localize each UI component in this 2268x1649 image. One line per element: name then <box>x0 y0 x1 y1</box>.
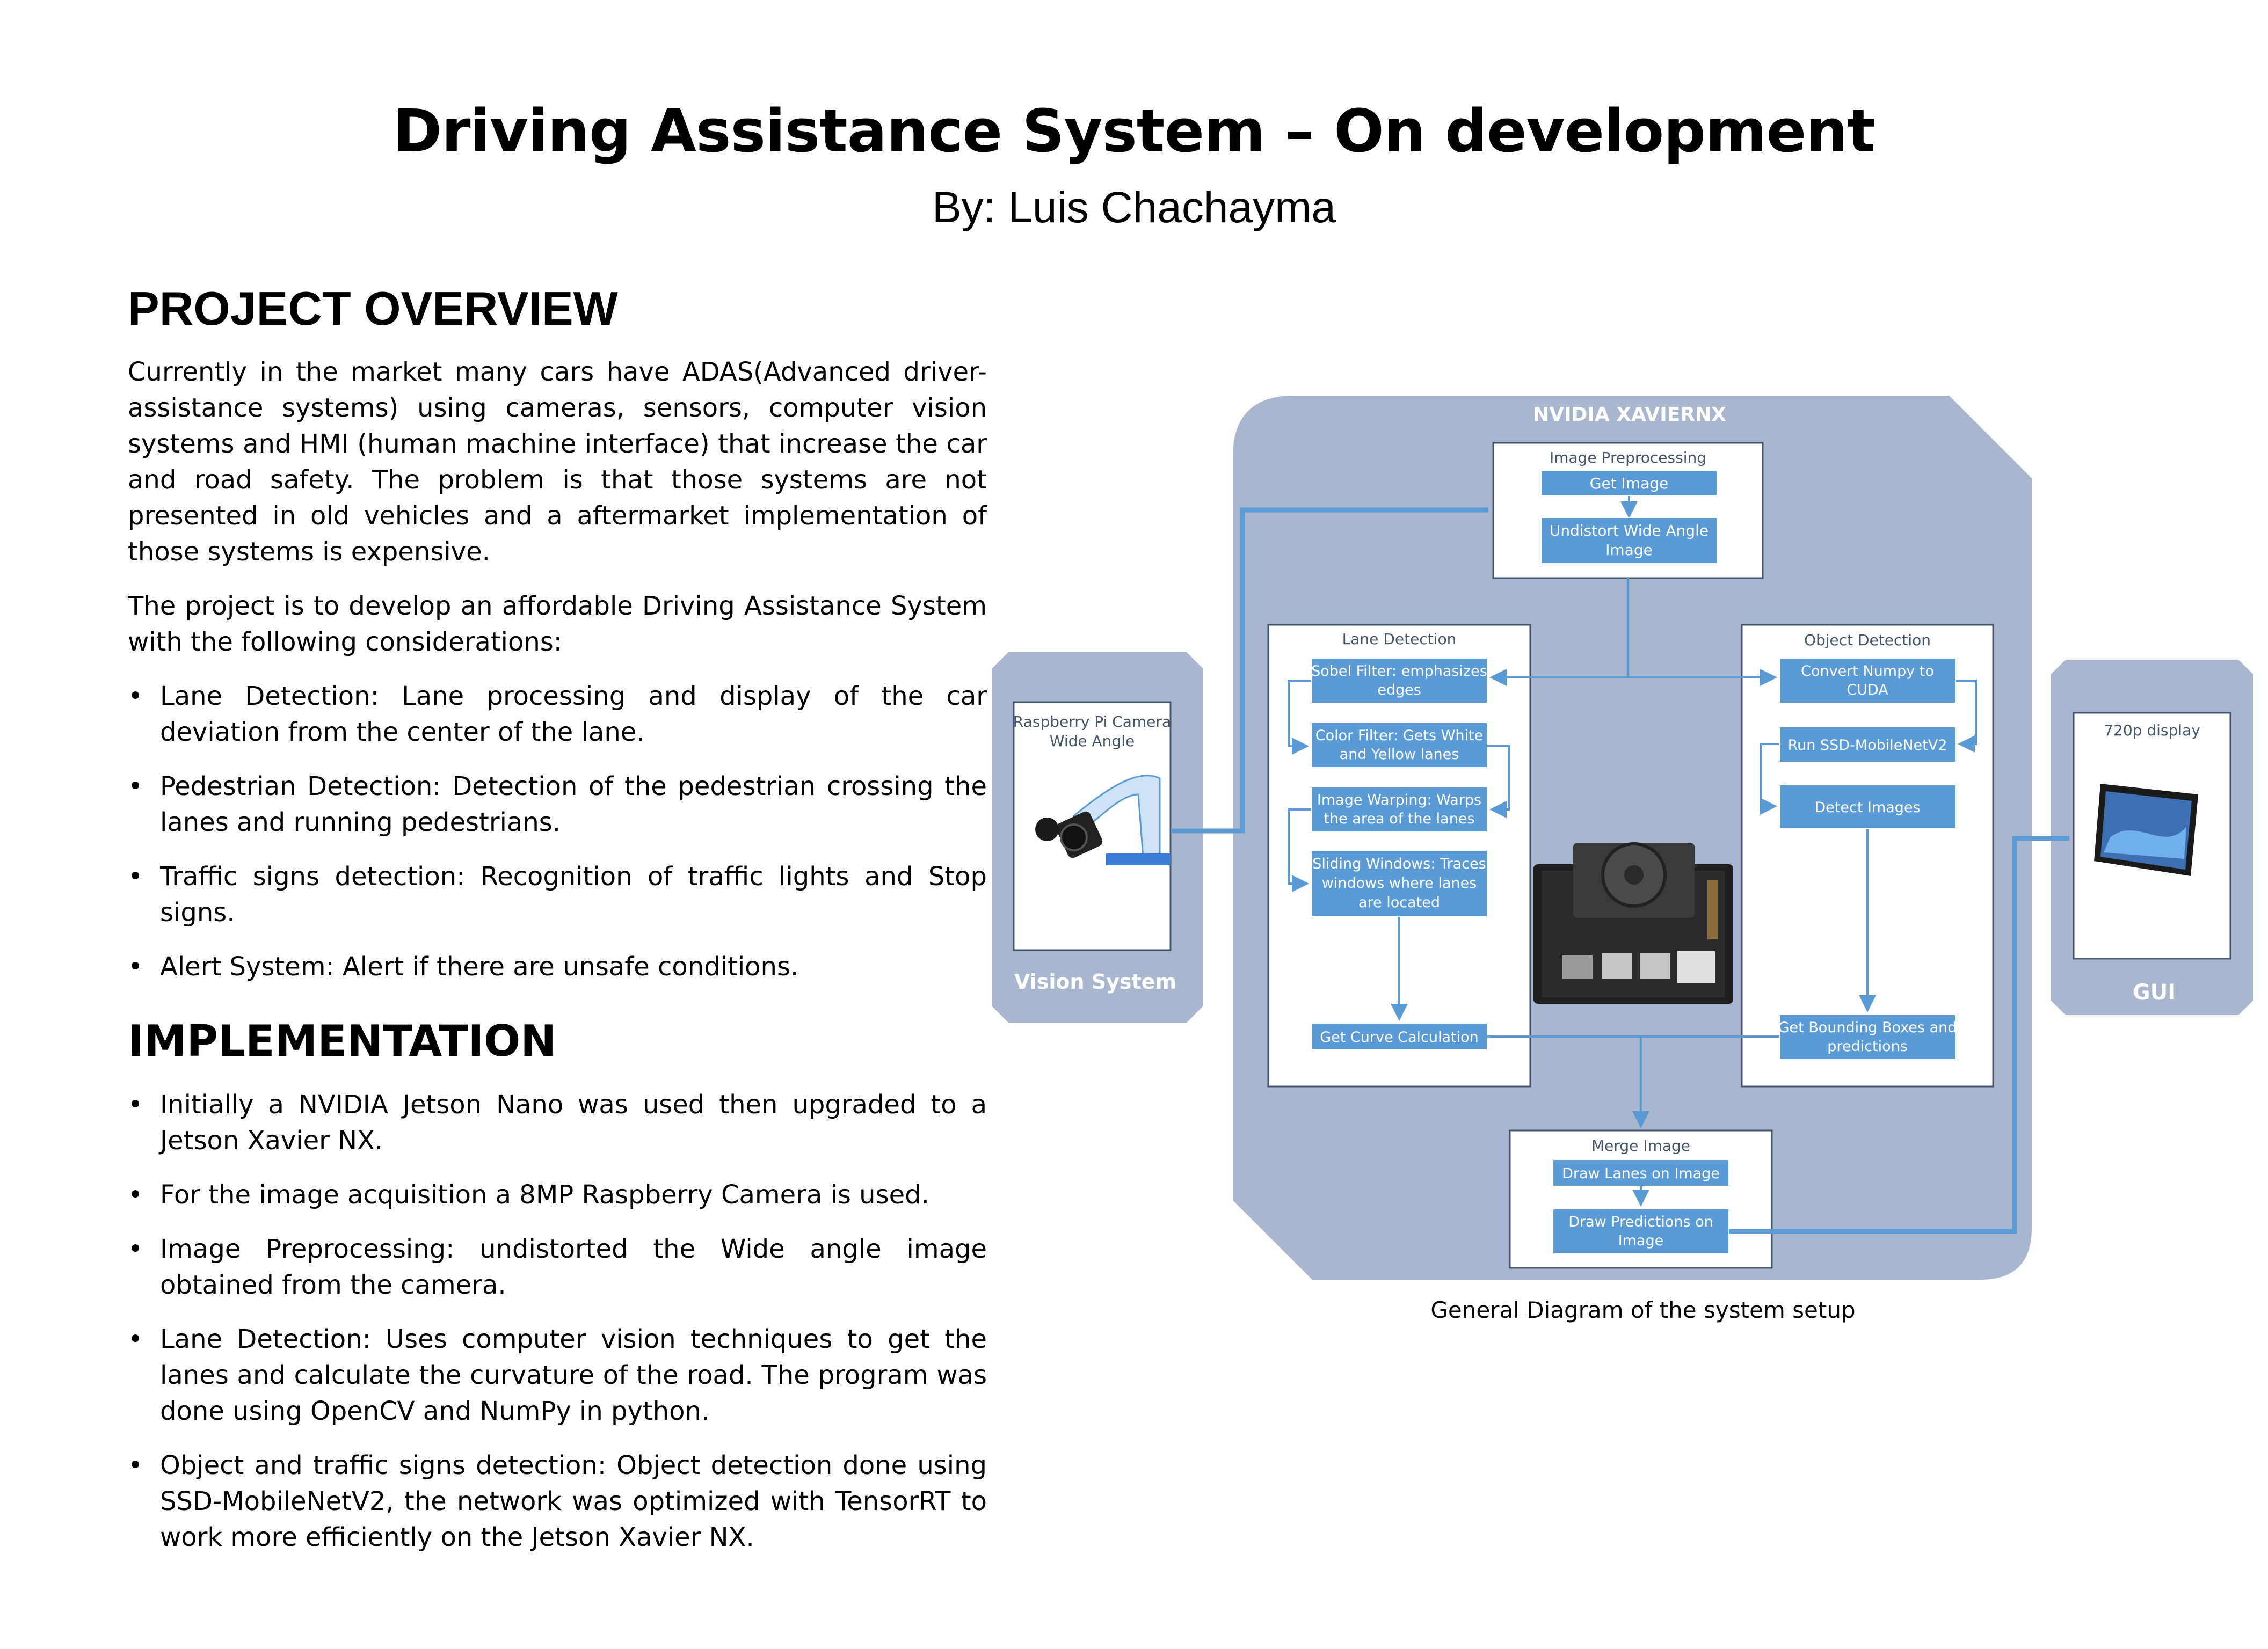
bullet-text: Pedestrian Detection: Detection of the p… <box>160 771 987 837</box>
implementation-bullet-list: • Initially a NVIDIA Jetson Nano was used… <box>128 1087 987 1556</box>
gui-label: GUI <box>2133 980 2176 1005</box>
camera-icon <box>1035 775 1171 865</box>
overview-bullet: • Alert System: Alert if there are unsafe… <box>128 949 987 985</box>
sobel-text: edges <box>1377 682 1421 698</box>
xavier-label: NVIDIA XAVIERNX <box>1533 404 1726 426</box>
left-column: PROJECT OVERVIEW Currently in the market… <box>128 279 987 1574</box>
bullet-icon: • <box>128 952 143 982</box>
bullet-text: Object and traffic signs detection: Obje… <box>160 1450 987 1552</box>
bullet-text: Alert System: Alert if there are unsafe … <box>160 952 799 982</box>
bullet-text: Traffic signs detection: Recognition of … <box>160 862 987 928</box>
detect-images-text: Detect Images <box>1814 799 1920 816</box>
preprocessing-label: Image Preprocessing <box>1550 449 1706 466</box>
undistort-box <box>1540 517 1718 564</box>
run-ssd-text: Run SSD-MobileNetV2 <box>1788 737 1947 754</box>
sliding-windows-text: windows where lanes <box>1322 875 1477 892</box>
overview-heading: PROJECT OVERVIEW <box>128 282 618 335</box>
get-image-box <box>1540 470 1718 497</box>
sliding-windows-text: are located <box>1358 894 1440 911</box>
lane-detection-label: Lane Detection <box>1342 630 1457 648</box>
draw-predictions-box <box>1552 1208 1729 1254</box>
bbox-text: predictions <box>1827 1038 1908 1055</box>
overview-bullet: • Pedestrian Detection: Detection of the … <box>128 769 987 841</box>
convert-text: CUDA <box>1847 682 1888 698</box>
undistort-text: Image <box>1605 541 1653 559</box>
get-image-text: Get Image <box>1590 475 1669 492</box>
diagram-caption: General Diagram of the system setup <box>1430 1297 1856 1323</box>
bullet-text: Lane Detection: Uses computer vision tec… <box>160 1324 987 1426</box>
bullet-icon: • <box>128 681 143 711</box>
overview-paragraph: The project is to develop an affordable … <box>128 591 987 657</box>
vision-system-label: Vision System <box>1014 970 1176 994</box>
bullet-text: Lane Detection: Lane processing and disp… <box>160 681 987 747</box>
camera-label: Wide Angle <box>1050 732 1135 750</box>
implementation-heading: IMPLEMENTATION <box>128 1016 557 1066</box>
convert-box <box>1779 658 1956 704</box>
overview-bullet: • Traffic signs detection: Recognition of… <box>128 859 987 931</box>
overview-bullet: • Lane Detection: Lane processing and dis… <box>128 678 987 750</box>
merge-label: Merge Image <box>1591 1137 1690 1155</box>
bullet-text: Image Preprocessing: undistorted the Wid… <box>160 1234 987 1300</box>
curve-text: Get Curve Calculation <box>1320 1029 1479 1046</box>
warping-box <box>1311 786 1488 833</box>
detect-images-box <box>1779 784 1956 829</box>
monitor-icon <box>2094 784 2198 876</box>
bullet-icon: • <box>128 1234 143 1264</box>
draw-predictions-text: Image <box>1618 1232 1664 1249</box>
sliding-windows-text: Sliding Windows: Traces <box>1312 856 1486 872</box>
camera-label: Raspberry Pi Camera <box>1013 713 1171 731</box>
convert-text: Convert Numpy to <box>1801 663 1934 680</box>
overview-bullet-list: • Lane Detection: Lane processing and dis… <box>128 678 987 985</box>
draw-lanes-text: Draw Lanes on Image <box>1562 1165 1720 1182</box>
object-detection-label: Object Detection <box>1804 631 1931 649</box>
bullet-icon: • <box>128 862 143 892</box>
warping-text: the area of the lanes <box>1324 811 1474 827</box>
poster-title: Driving Assistance System – On developme… <box>392 97 1876 165</box>
warping-text: Image Warping: Warps <box>1317 792 1481 808</box>
implementation-bullet: • Initially a NVIDIA Jetson Nano was used… <box>128 1087 987 1159</box>
overview-paragraph: Currently in the market many cars have A… <box>128 357 987 567</box>
color-filter-text: Color Filter: Gets White <box>1315 727 1483 744</box>
poster-byline: By: Luis Chachayma <box>932 183 1336 232</box>
bullet-icon: • <box>128 1324 143 1354</box>
sobel-box <box>1311 658 1488 704</box>
run-ssd-box <box>1779 726 1956 763</box>
bullet-text: For the image acquisition a 8MP Raspberr… <box>160 1180 929 1210</box>
bullet-text: Initially a NVIDIA Jetson Nano was used … <box>160 1090 987 1156</box>
bullet-icon: • <box>128 1180 143 1210</box>
color-filter-text: and Yellow lanes <box>1340 746 1459 763</box>
sliding-windows-box <box>1311 850 1488 917</box>
bullet-icon: • <box>128 771 143 801</box>
undistort-text: Undistort Wide Angle <box>1550 522 1709 539</box>
flow-connectors <box>1171 507 2070 1234</box>
bbox-text: Get Bounding Boxes and <box>1778 1019 1957 1036</box>
sobel-text: Sobel Filter: emphasizes <box>1311 663 1487 680</box>
implementation-bullet: • Object and traffic signs detection: Obj… <box>128 1448 987 1556</box>
color-filter-box <box>1311 722 1488 768</box>
draw-lanes-box <box>1552 1159 1729 1187</box>
display-label: 720p display <box>2104 721 2200 739</box>
implementation-bullet: • For the image acquisition a 8MP Raspber… <box>128 1177 987 1213</box>
bullet-icon: • <box>128 1090 143 1120</box>
draw-predictions-text: Draw Predictions on <box>1568 1214 1713 1230</box>
jetson-board-icon <box>1533 842 1733 1004</box>
implementation-bullet: • Image Preprocessing: undistorted the Wi… <box>128 1231 987 1303</box>
bbox-box <box>1779 1014 1956 1060</box>
bullet-icon: • <box>128 1450 143 1480</box>
implementation-bullet: • Lane Detection: Uses computer vision te… <box>128 1322 987 1429</box>
curve-box <box>1311 1023 1488 1050</box>
